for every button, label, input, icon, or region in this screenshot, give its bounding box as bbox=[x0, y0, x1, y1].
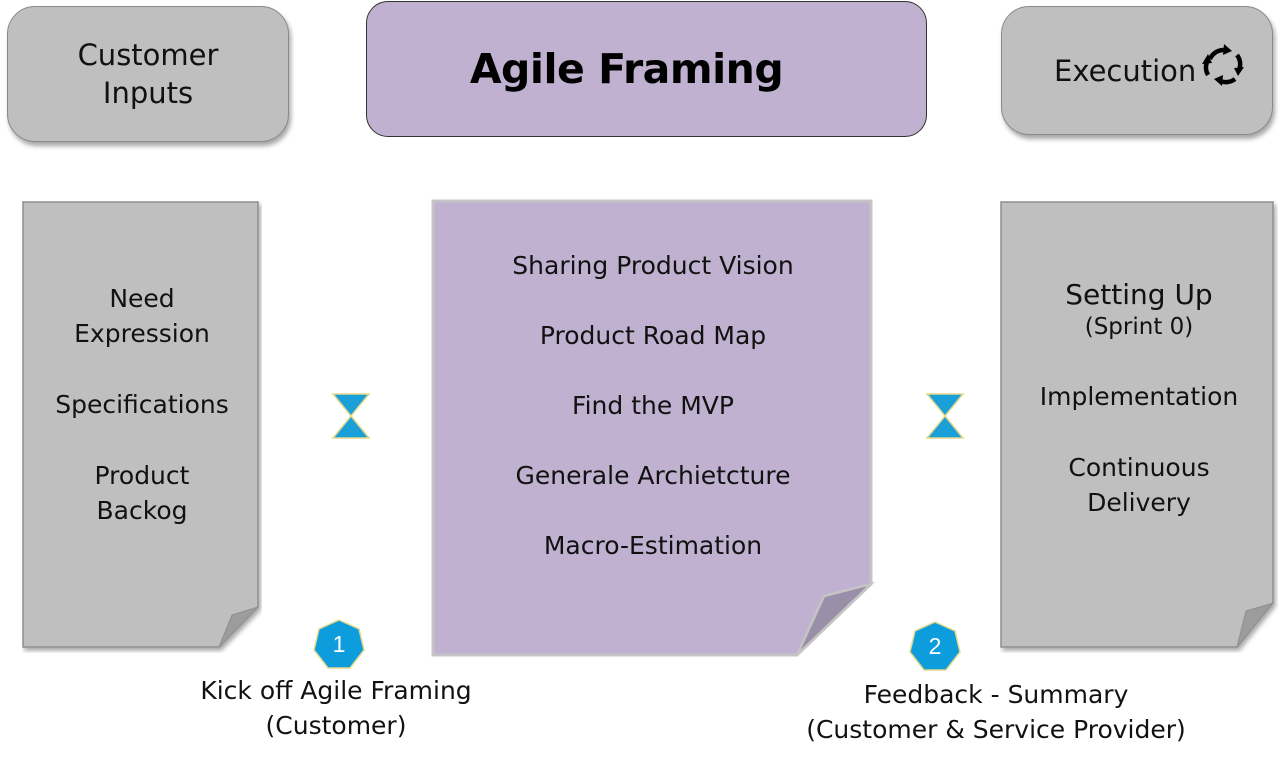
panel-item-sprint-0: (Sprint 0) bbox=[1084, 314, 1194, 340]
cycle-arrows-icon bbox=[1200, 42, 1246, 88]
panel-item-architecture: Generale Archietcture bbox=[515, 461, 791, 490]
step-2-number: 2 bbox=[928, 632, 942, 659]
step-1-line2: (Customer) bbox=[265, 711, 407, 740]
execution-panel: Setting Up (Sprint 0) Implementation Con… bbox=[1000, 201, 1278, 653]
execution-title: Execution bbox=[1054, 53, 1197, 88]
step-1-caption: Kick off Agile Framing (Customer) bbox=[136, 673, 536, 743]
panel-item-need: Need bbox=[109, 284, 175, 313]
panel-item-sharing-vision: Sharing Product Vision bbox=[512, 251, 794, 280]
customer-inputs-line1: Customer bbox=[77, 38, 219, 72]
panel-item-continuous: Continuous bbox=[1068, 453, 1210, 482]
panel-item-find-mvp: Find the MVP bbox=[572, 391, 734, 420]
agile-framing-header: Agile Framing bbox=[366, 1, 927, 137]
agile-framing-panel: Sharing Product Vision Product Road Map … bbox=[431, 199, 875, 659]
step-1-line1: Kick off Agile Framing bbox=[200, 676, 472, 705]
customer-inputs-header: Customer Inputs bbox=[7, 6, 289, 142]
panel-item-product: Product bbox=[94, 461, 190, 490]
agile-framing-title: Agile Framing bbox=[469, 45, 784, 93]
hourglass-icon bbox=[331, 392, 371, 440]
panel-item-backog: Backog bbox=[96, 496, 188, 525]
step-1-number: 1 bbox=[332, 630, 346, 657]
panel-item-implementation: Implementation bbox=[1039, 382, 1239, 411]
step-2-line1: Feedback - Summary bbox=[863, 680, 1129, 709]
panel-item-road-map: Product Road Map bbox=[539, 321, 767, 350]
panel-item-delivery: Delivery bbox=[1087, 488, 1191, 517]
customer-inputs-line2: Inputs bbox=[102, 76, 194, 110]
step-2-badge: 2 bbox=[908, 620, 962, 672]
step-2-line2: (Customer & Service Provider) bbox=[806, 715, 1186, 744]
execution-header: Execution bbox=[1001, 6, 1273, 135]
panel-item-macro-estimation: Macro-Estimation bbox=[543, 531, 763, 560]
panel-item-setting-up: Setting Up bbox=[1065, 278, 1213, 311]
panel-item-expression: Expression bbox=[74, 319, 210, 348]
step-1-badge: 1 bbox=[312, 618, 366, 670]
hourglass-icon bbox=[925, 392, 965, 440]
customer-inputs-panel: Need Expression Specifications Product B… bbox=[22, 201, 262, 653]
panel-item-specifications: Specifications bbox=[55, 390, 229, 419]
step-2-caption: Feedback - Summary (Customer & Service P… bbox=[746, 677, 1246, 747]
